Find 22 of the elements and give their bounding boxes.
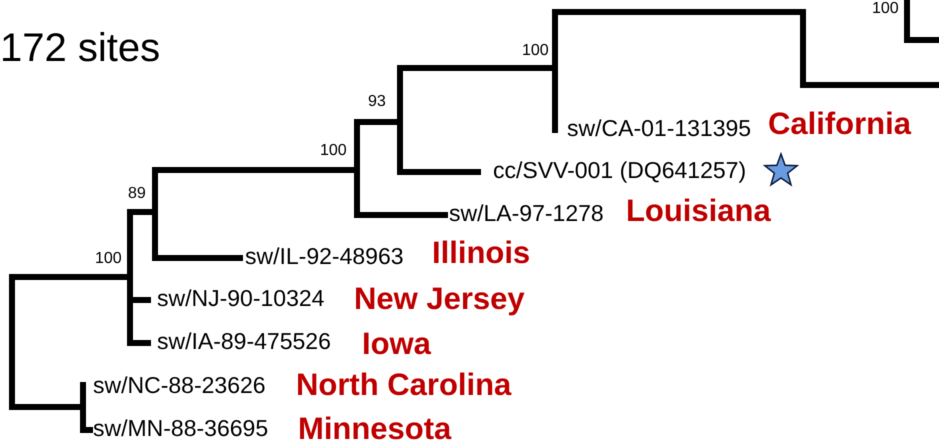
state-label: North Carolina — [296, 368, 512, 400]
strain-label: sw/MN-88-36695 — [93, 417, 268, 440]
bootstrap-value: 100 — [522, 43, 549, 60]
bootstrap-value: 93 — [368, 94, 386, 110]
bootstrap-value: 100 — [95, 251, 122, 268]
state-label: California — [768, 108, 911, 139]
state-label: Minnesota — [298, 412, 452, 444]
alignment-length-label: 172 sites — [0, 28, 160, 68]
strain-label: sw/IA-89-475526 — [157, 330, 331, 354]
strain-label: sw/NC-88-23626 — [93, 374, 266, 398]
strain-label: sw/CA-01-131395 — [567, 117, 752, 140]
state-label: Illinois — [432, 236, 530, 268]
strain-label: sw/NJ-90-10324 — [157, 287, 324, 310]
state-label: New Jersey — [354, 282, 525, 314]
state-label: Louisiana — [626, 194, 771, 226]
bootstrap-value: 100 — [872, 1, 899, 18]
strain-label: sw/LA-97-1278 — [449, 202, 604, 226]
state-label: Iowa — [362, 328, 431, 359]
bootstrap-value: 100 — [320, 143, 347, 160]
strain-label: cc/SVV-001 (DQ641257) — [493, 159, 746, 182]
bootstrap-value: 89 — [128, 186, 146, 202]
strain-label: sw/IL-92-48963 — [245, 245, 404, 268]
